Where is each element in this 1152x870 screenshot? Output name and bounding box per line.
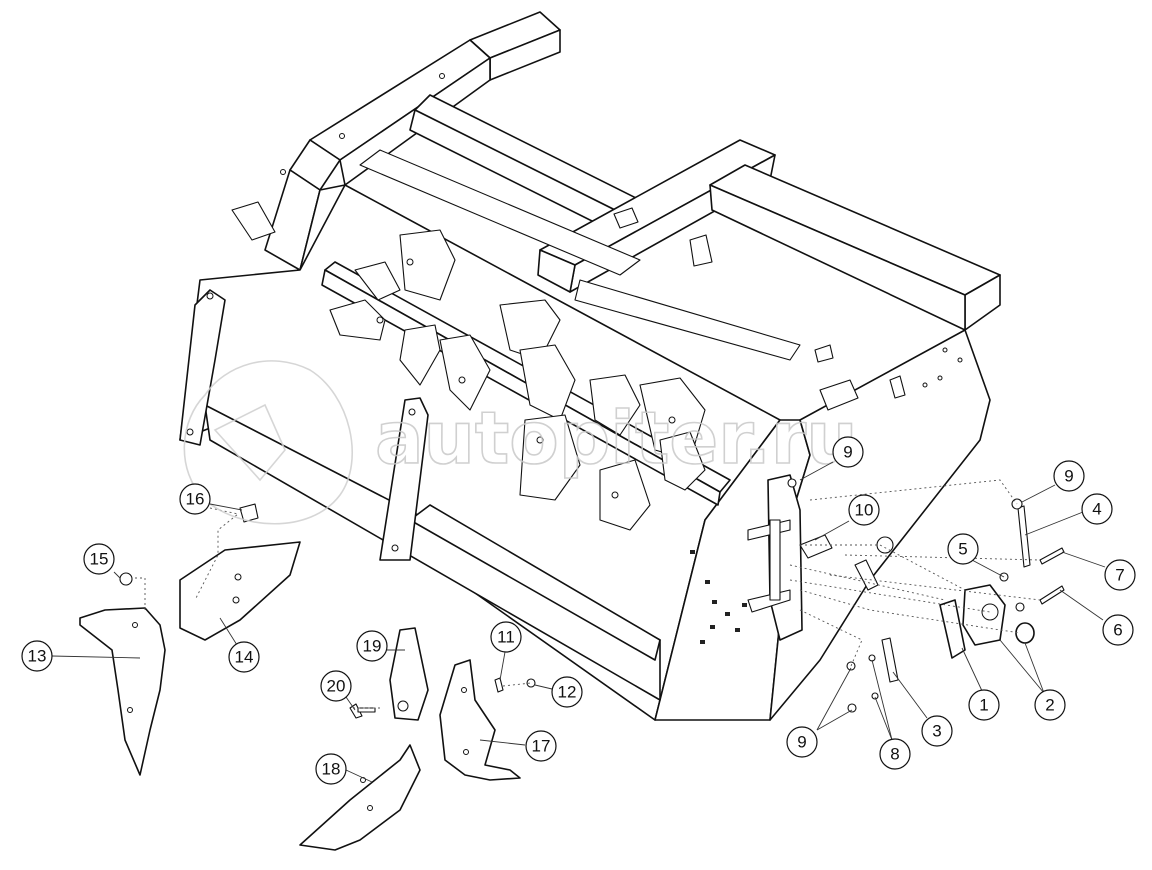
- side-handle: [747, 474, 894, 641]
- watermark: autopiter.ru: [183, 360, 858, 525]
- callout-5-label: 5: [958, 540, 967, 559]
- part-bolt-7: [1039, 547, 1065, 565]
- callout-8: 8: [879, 738, 911, 770]
- callout-15: 15: [83, 543, 115, 575]
- part-knife-17: [439, 659, 521, 781]
- callout-2: 2: [1034, 689, 1066, 721]
- callout-20-label: 20: [327, 677, 346, 696]
- callout-11-label: 11: [497, 628, 515, 647]
- callout-20: 20: [320, 670, 352, 702]
- part-nut-12: [526, 678, 536, 688]
- bottom-exploded-parts: [299, 627, 536, 851]
- watermark-text: autopiter.ru: [375, 396, 858, 480]
- callout-7-label: 7: [1115, 566, 1124, 585]
- callout-13: 13: [21, 640, 53, 672]
- callout-15-label: 15: [90, 550, 109, 569]
- callout-18-label: 18: [322, 760, 341, 779]
- callout-4: 4: [1081, 493, 1113, 525]
- callout-2-label: 2: [1045, 696, 1054, 715]
- callout-9-top: 9: [1053, 460, 1085, 492]
- flail-knife-group: [329, 229, 706, 531]
- callout-6-label: 6: [1113, 621, 1122, 640]
- callout-10-label: 10: [855, 501, 874, 520]
- part-plate-19: [389, 627, 429, 721]
- part-plate-1: [939, 599, 966, 659]
- frame-holes: [186, 73, 963, 644]
- callout-6: 6: [1102, 614, 1134, 646]
- part-bearing-collar-2: [1015, 622, 1035, 644]
- part-bracket-14: [179, 541, 301, 641]
- part-bolt-6: [1039, 585, 1065, 605]
- callout-9-bottom-label: 9: [797, 733, 806, 752]
- callout-3-label: 3: [932, 722, 941, 741]
- callout-19: 19: [356, 630, 388, 662]
- part-knife-18: [299, 744, 421, 851]
- callout-17-label: 17: [532, 737, 551, 756]
- part-knife-13: [79, 607, 166, 776]
- callout-9-frame: 9: [832, 436, 864, 468]
- part-bolt-16: [239, 503, 259, 523]
- callout-12-label: 12: [558, 683, 577, 702]
- callout-17: 17: [525, 730, 557, 762]
- bearing-parts: [787, 478, 1065, 713]
- callout-1: 1: [968, 689, 1000, 721]
- part-spring-11: [494, 677, 504, 693]
- main-frame: [179, 11, 1001, 721]
- callout-13-label: 13: [28, 647, 47, 666]
- leader-lines: [51, 461, 1106, 783]
- callout-14-label: 14: [235, 648, 254, 667]
- callout-9-bottom: 9: [786, 726, 818, 758]
- callout-10: 10: [848, 494, 880, 526]
- assembly-lines: [135, 479, 1041, 709]
- left-exploded-parts: [79, 503, 301, 776]
- callout-11: 11: [490, 621, 522, 653]
- callout-16-label: 16: [186, 490, 205, 509]
- callout-16: 16: [179, 483, 211, 515]
- callout-7: 7: [1104, 559, 1136, 591]
- callout-9-top-label: 9: [1064, 467, 1073, 486]
- callout-3: 3: [921, 715, 953, 747]
- callout-12: 12: [551, 676, 583, 708]
- callout-14: 14: [228, 641, 260, 673]
- callout-18: 18: [315, 753, 347, 785]
- part-strip-4: [1017, 505, 1031, 568]
- callout-5: 5: [947, 533, 979, 565]
- callout-4-label: 4: [1092, 500, 1101, 519]
- callout-8-label: 8: [890, 745, 899, 764]
- callout-9-frame-label: 9: [843, 443, 852, 462]
- part-strip-3: [881, 637, 899, 683]
- part-nut-15: [119, 572, 133, 586]
- callout-19-label: 19: [363, 637, 382, 656]
- callout-1-label: 1: [979, 696, 988, 715]
- callouts: 1 2 3 4 5 6 7 8: [21, 436, 1136, 785]
